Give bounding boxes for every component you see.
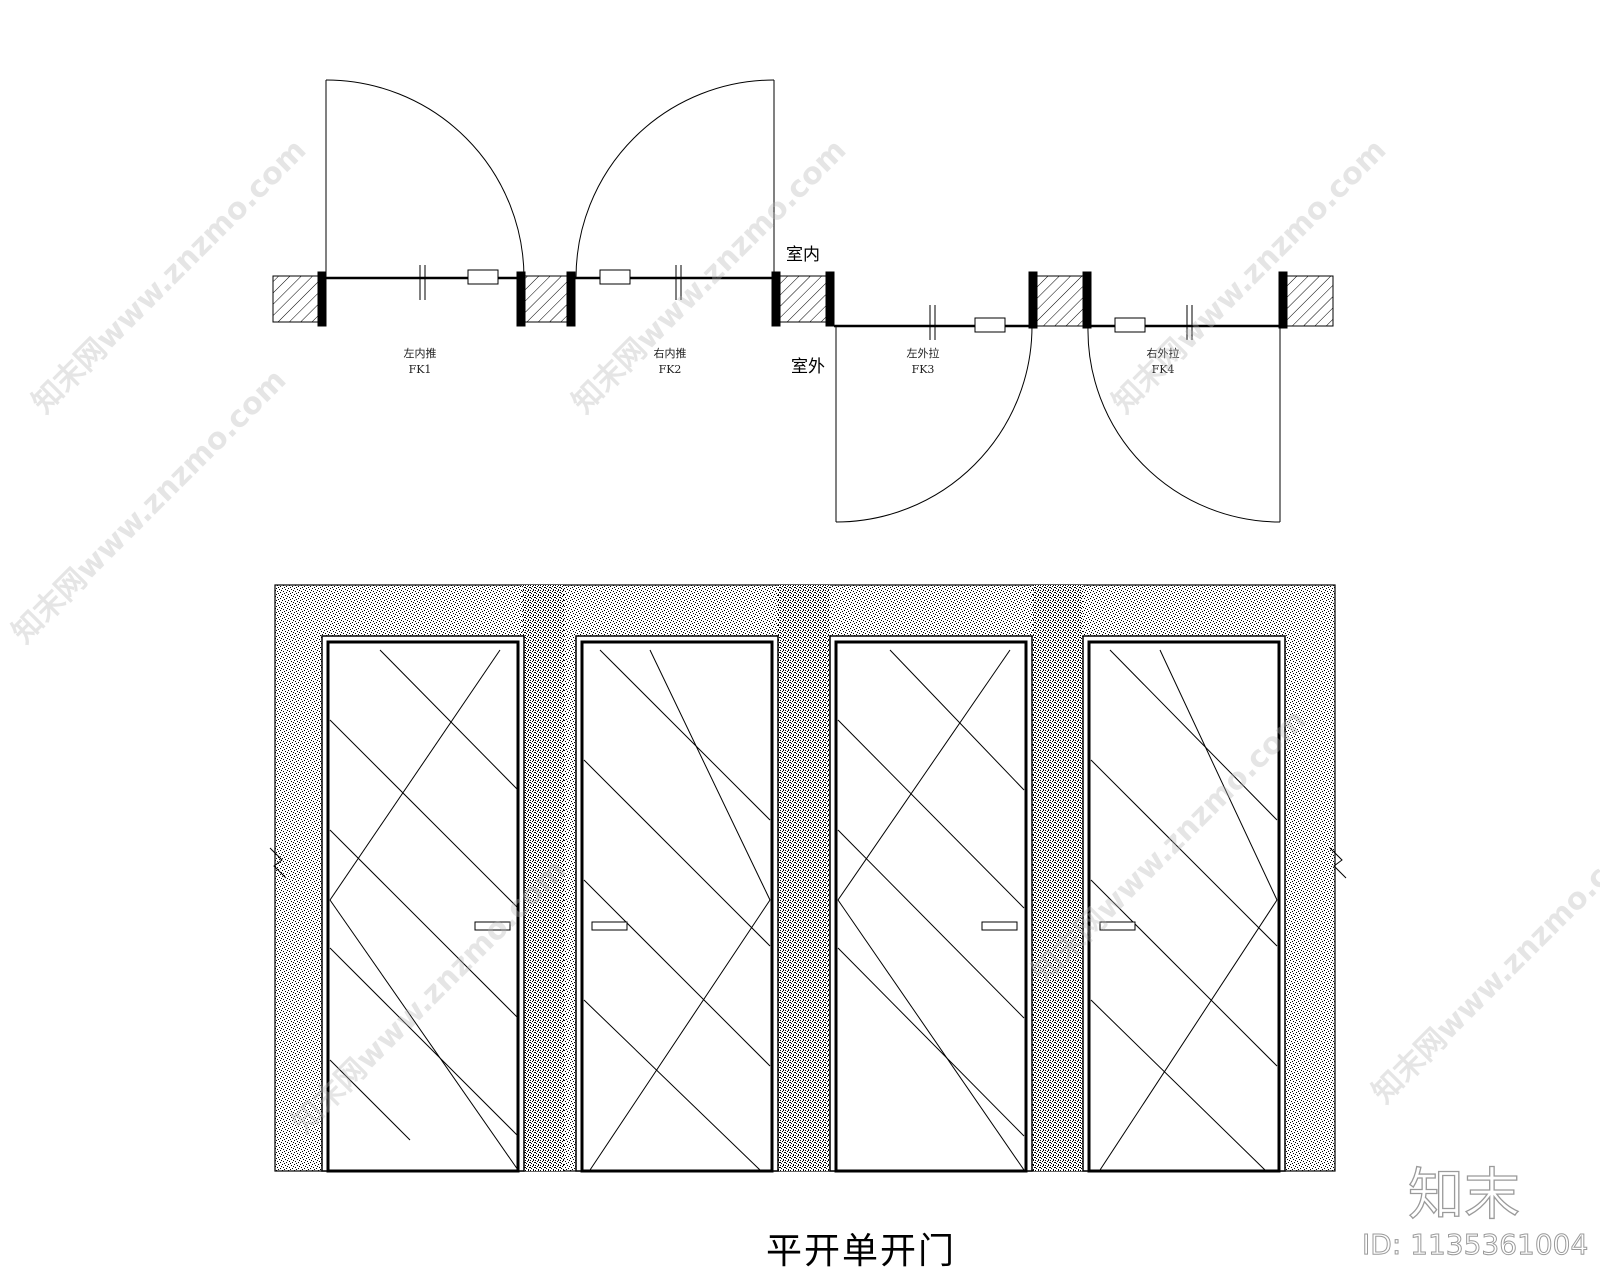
door-elevation-4 bbox=[1082, 635, 1286, 1173]
wall-section-4 bbox=[1028, 271, 1092, 329]
door-label-fk2: 右内推 FK2 bbox=[630, 346, 710, 378]
wall-section-1 bbox=[272, 271, 327, 327]
door-elevation-2 bbox=[575, 635, 779, 1173]
door-code: FK3 bbox=[911, 363, 935, 376]
door-code: FK2 bbox=[658, 363, 682, 376]
wall-section-3 bbox=[771, 271, 835, 327]
door-label-fk3: 左外拉 FK3 bbox=[883, 346, 963, 378]
door-label-fk1: 左内推 FK1 bbox=[380, 346, 460, 378]
elevation-view bbox=[269, 584, 1347, 1173]
door-name: 右外拉 bbox=[1146, 347, 1180, 360]
door-name: 左外拉 bbox=[906, 347, 940, 360]
brand-logo: 知末 bbox=[1407, 1162, 1520, 1228]
drawing-title: 平开单开门 bbox=[766, 1231, 957, 1272]
door-elevation-3 bbox=[829, 635, 1033, 1173]
wall-section-5 bbox=[1278, 271, 1334, 329]
door-elevation-1 bbox=[321, 635, 525, 1173]
door-label-fk4: 右外拉 FK4 bbox=[1123, 346, 1203, 378]
door-name: 左内推 bbox=[403, 347, 437, 360]
wall-section-2 bbox=[516, 271, 576, 327]
door-name: 右内推 bbox=[653, 347, 687, 360]
indoor-label: 室内 bbox=[786, 245, 820, 265]
plan-view bbox=[272, 79, 1334, 523]
door-code: FK1 bbox=[408, 363, 432, 376]
door-code: FK4 bbox=[1151, 363, 1175, 376]
outdoor-label: 室外 bbox=[791, 357, 825, 377]
image-id: ID: 1135361004 bbox=[1361, 1228, 1589, 1262]
